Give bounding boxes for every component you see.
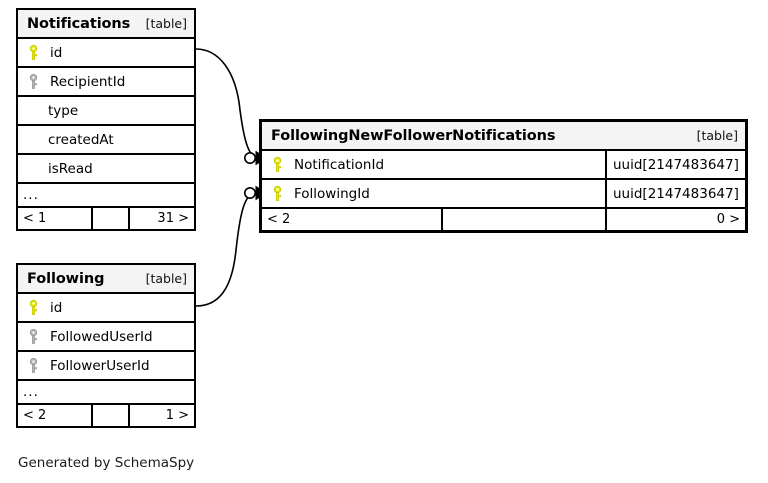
table-following[interactable]: Following [table] id xyxy=(16,263,196,428)
inbound-relationship-count: < 2 xyxy=(267,212,291,227)
column-type: uuid[2147483647] xyxy=(605,151,745,178)
column-name: RecipientId xyxy=(50,73,126,90)
relationship-line xyxy=(195,193,253,307)
table-notifications[interactable]: Notifications [table] id xyxy=(16,8,196,231)
table-row[interactable]: type xyxy=(18,97,194,126)
table-row[interactable]: id xyxy=(18,294,194,323)
column-name: id xyxy=(50,299,63,316)
outbound-relationship-count: 0 > xyxy=(716,212,740,227)
relationship-line xyxy=(195,48,255,158)
primary-key-icon xyxy=(262,185,290,202)
table-row[interactable]: isRead xyxy=(18,155,194,184)
relationship-optional-circle xyxy=(244,152,257,165)
column-name: isRead xyxy=(48,160,93,177)
footer-middle-cell xyxy=(441,209,607,230)
table-row[interactable]: RecipientId xyxy=(18,68,194,97)
table-title-bar: Following [table] xyxy=(18,265,194,294)
table-type-tag: [table] xyxy=(696,128,738,143)
inbound-relationship-count: < 1 xyxy=(23,211,47,226)
table-type-tag: [table] xyxy=(145,271,187,286)
foreign-key-icon xyxy=(18,73,46,90)
generated-by-caption: Generated by SchemaSpy xyxy=(18,455,195,471)
footer-middle-cell xyxy=(91,405,130,426)
column-name: FollowerUserId xyxy=(50,357,150,374)
relationship-optional-circle xyxy=(244,187,257,200)
footer-middle-cell xyxy=(91,208,130,229)
table-name: Notifications xyxy=(27,15,131,32)
outbound-relationship-count: 1 > xyxy=(165,408,189,423)
table-title-bar: FollowingNewFollowerNotifications [table… xyxy=(262,122,745,151)
table-row[interactable]: NotificationId uuid[2147483647] xyxy=(262,151,745,180)
table-row[interactable]: createdAt xyxy=(18,126,194,155)
more-columns-indicator: ... xyxy=(18,184,194,208)
relationship-notifications-notificationid xyxy=(195,48,267,166)
table-type-tag: [table] xyxy=(145,16,187,31)
primary-key-icon xyxy=(18,44,46,61)
table-title-bar: Notifications [table] xyxy=(18,10,194,39)
table-footer: < 1 31 > xyxy=(18,208,194,229)
table-followingnewfollowernotifications[interactable]: FollowingNewFollowerNotifications [table… xyxy=(259,119,748,233)
column-name: FollowingId xyxy=(294,185,370,202)
column-name: id xyxy=(50,44,63,61)
more-columns-indicator: ... xyxy=(18,381,194,405)
primary-key-icon xyxy=(18,299,46,316)
column-name: NotificationId xyxy=(294,156,385,173)
outbound-relationship-count: 31 > xyxy=(157,211,189,226)
relationship-following-followingid xyxy=(195,185,267,307)
table-name: Following xyxy=(27,270,105,287)
column-name: createdAt xyxy=(48,131,114,148)
column-type: uuid[2147483647] xyxy=(605,180,745,207)
table-row[interactable]: FollowerUserId xyxy=(18,352,194,381)
table-footer: < 2 0 > xyxy=(262,209,745,230)
foreign-key-icon xyxy=(18,357,46,374)
inbound-relationship-count: < 2 xyxy=(23,408,47,423)
column-name: FollowedUserId xyxy=(50,328,153,345)
foreign-key-icon xyxy=(18,328,46,345)
column-name: type xyxy=(48,102,79,119)
table-name: FollowingNewFollowerNotifications xyxy=(271,127,556,144)
table-row[interactable]: id xyxy=(18,39,194,68)
table-row[interactable]: FollowingId uuid[2147483647] xyxy=(262,180,745,209)
table-row[interactable]: FollowedUserId xyxy=(18,323,194,352)
table-footer: < 2 1 > xyxy=(18,405,194,426)
primary-key-icon xyxy=(262,156,290,173)
